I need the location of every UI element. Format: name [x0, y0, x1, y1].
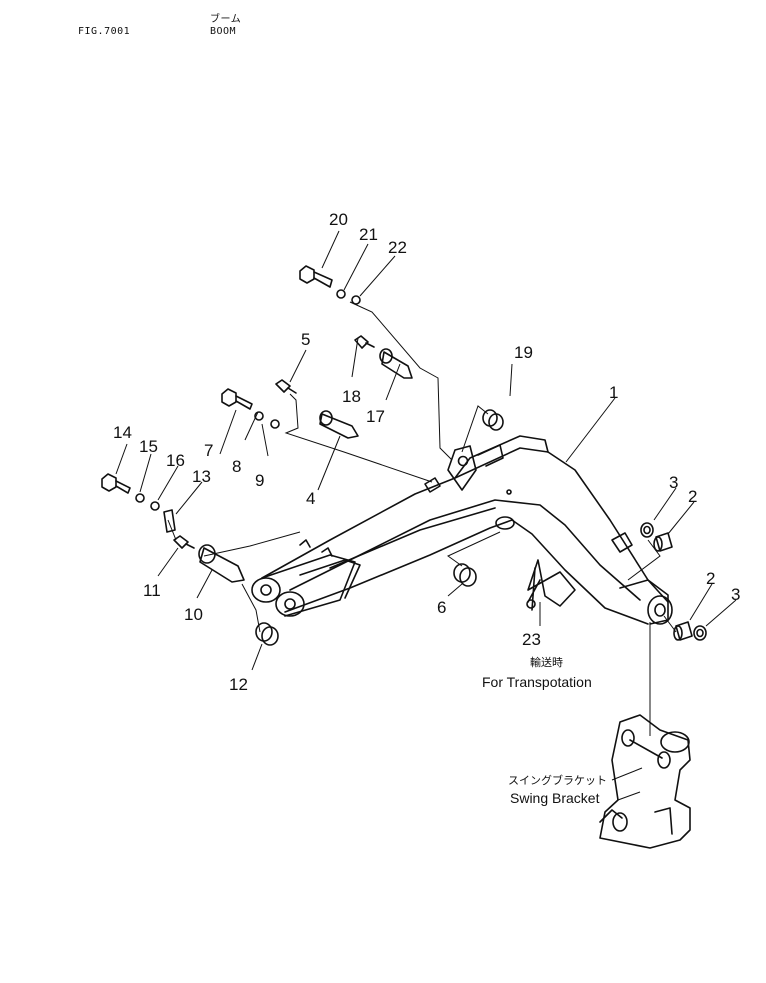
- callout-19: 19: [514, 343, 533, 362]
- shims-19: [482, 409, 504, 431]
- callout-7: 7: [204, 441, 213, 460]
- callout-14: 14: [113, 423, 132, 442]
- swing-bracket: [599, 714, 691, 849]
- callout-6: 6: [437, 598, 446, 617]
- plate-13: [163, 509, 176, 533]
- washer-9: [270, 419, 280, 429]
- figure-label: FIG.7001: [78, 26, 131, 37]
- callout-10: 10: [184, 605, 203, 624]
- callout-2-upper: 2: [688, 487, 697, 506]
- washer-16: [150, 501, 160, 511]
- grease-fitting-5: [275, 379, 297, 394]
- grease-fitting-18: [354, 335, 375, 349]
- seal-3-upper: [640, 522, 654, 538]
- pin-4: [319, 410, 359, 439]
- callout-5: 5: [301, 330, 310, 349]
- callout-18: 18: [342, 387, 361, 406]
- bushing-2-lower: [673, 621, 693, 641]
- washer-8: [254, 411, 264, 421]
- title-english: BOOM: [210, 26, 237, 37]
- callout-3-upper: 3: [669, 473, 678, 492]
- swing-bracket-caption-en: Swing Bracket: [510, 790, 600, 806]
- bolt-20: [299, 265, 333, 288]
- transport-pin-23: [526, 559, 576, 611]
- callout-2-lower: 2: [706, 569, 715, 588]
- callout-1: 1: [609, 383, 618, 402]
- callout-16: 16: [166, 451, 185, 470]
- callout-15: 15: [139, 437, 158, 456]
- transport-caption-en: For Transpotation: [482, 674, 592, 690]
- pin-17: [379, 348, 413, 379]
- swing-bracket-caption-jp: スイングブラケット: [508, 773, 607, 787]
- washer-22: [351, 295, 361, 305]
- washer-21: [336, 289, 346, 299]
- callout-4: 4: [306, 489, 315, 508]
- shims-12: [255, 622, 279, 646]
- callout-22: 22: [388, 238, 407, 257]
- washer-15: [135, 493, 145, 503]
- title-japanese: ブーム: [210, 14, 242, 25]
- callout-11: 11: [143, 581, 161, 600]
- bolt-14: [101, 473, 131, 494]
- seal-3-lower: [693, 625, 707, 641]
- callout-17: 17: [366, 407, 385, 426]
- grease-fitting-11: [173, 535, 195, 549]
- callout-9: 9: [255, 471, 264, 490]
- bushing-2-upper: [653, 532, 673, 552]
- boom-body: [251, 435, 673, 625]
- bolt-7: [221, 388, 253, 410]
- callout-13: 13: [192, 467, 211, 486]
- shims-6: [453, 563, 477, 587]
- callout-8: 8: [232, 457, 241, 476]
- callout-21: 21: [359, 225, 378, 244]
- callout-12: 12: [229, 675, 248, 694]
- transport-caption-jp: 輸送時: [530, 655, 563, 669]
- callout-3-lower: 3: [731, 585, 740, 604]
- callout-23: 23: [522, 630, 541, 649]
- pin-10: [198, 544, 245, 583]
- callout-20: 20: [329, 210, 348, 229]
